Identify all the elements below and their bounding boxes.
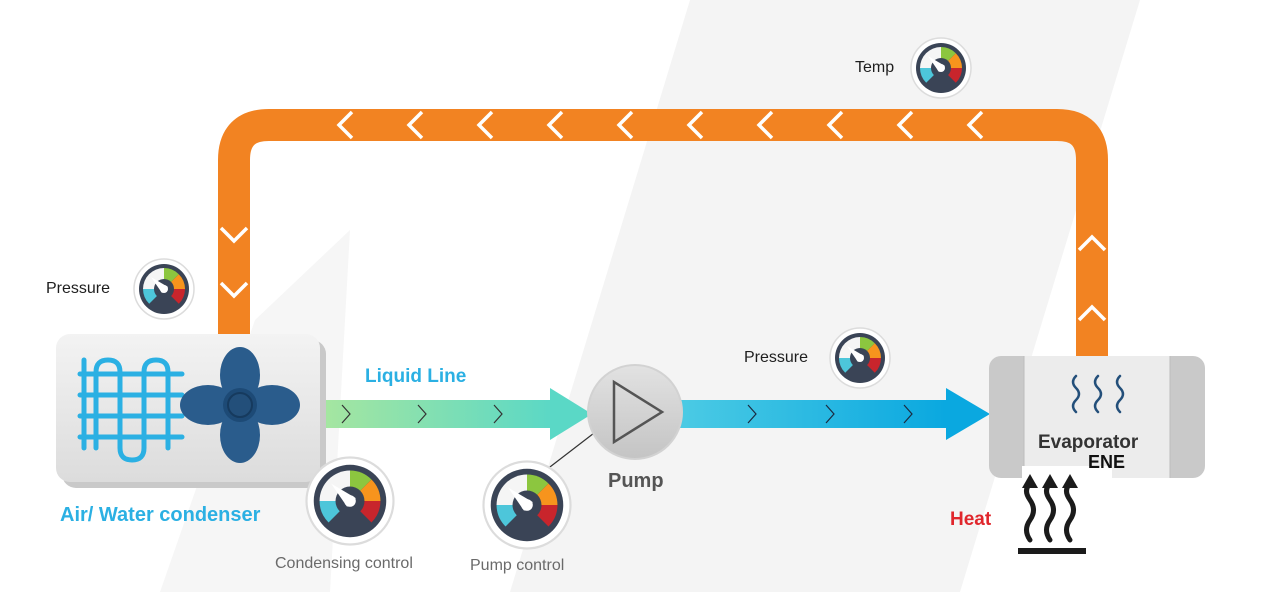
heat-label: Heat (950, 509, 992, 530)
pumped-line-arrowhead (946, 388, 990, 440)
condenser-unit (56, 334, 326, 488)
liquid-line-label: Liquid Line (365, 366, 467, 387)
background-stripe (510, 0, 1140, 592)
temp-label: Temp (855, 59, 895, 76)
pump-control-label: Pump control (470, 557, 565, 574)
fan-icon (180, 347, 300, 463)
coil-icon (77, 357, 185, 463)
evaporator-label: Evaporator (1038, 432, 1139, 453)
pumped-line-chevrons (747, 404, 913, 424)
pressure-gauge-icon (133, 258, 195, 320)
evaporator-unit (989, 356, 1205, 480)
flow-chevrons-top (336, 110, 984, 140)
pressure-label-left: Pressure (46, 280, 111, 297)
liquid-line-arrowhead (550, 388, 592, 440)
pump-control-gauge-icon (482, 460, 572, 550)
liquid-line-chevrons (341, 404, 503, 424)
pump-triangle-icon (612, 379, 665, 445)
ene-label: ENE (1088, 452, 1126, 472)
pressure-gauge-icon (829, 327, 891, 389)
liquid-line-pipe (322, 400, 554, 428)
flow-chevrons-left (219, 226, 249, 299)
pump-unit (545, 364, 683, 471)
flow-chevrons-right (1077, 234, 1107, 322)
pressure-label-right: Pressure (744, 349, 809, 366)
condensing-control-gauge-icon (305, 456, 395, 546)
pump-label: Pump (608, 470, 664, 492)
wavy-heat-icon (1071, 374, 1125, 414)
heat-arrows-icon (1018, 474, 1086, 554)
condensing-control-label: Condensing control (275, 555, 413, 572)
suction-line-pipe (218, 109, 1108, 358)
condenser-label: Air/ Water condenser (60, 504, 261, 526)
temp-gauge-icon (910, 37, 972, 99)
pumped-line-pipe (676, 400, 946, 428)
